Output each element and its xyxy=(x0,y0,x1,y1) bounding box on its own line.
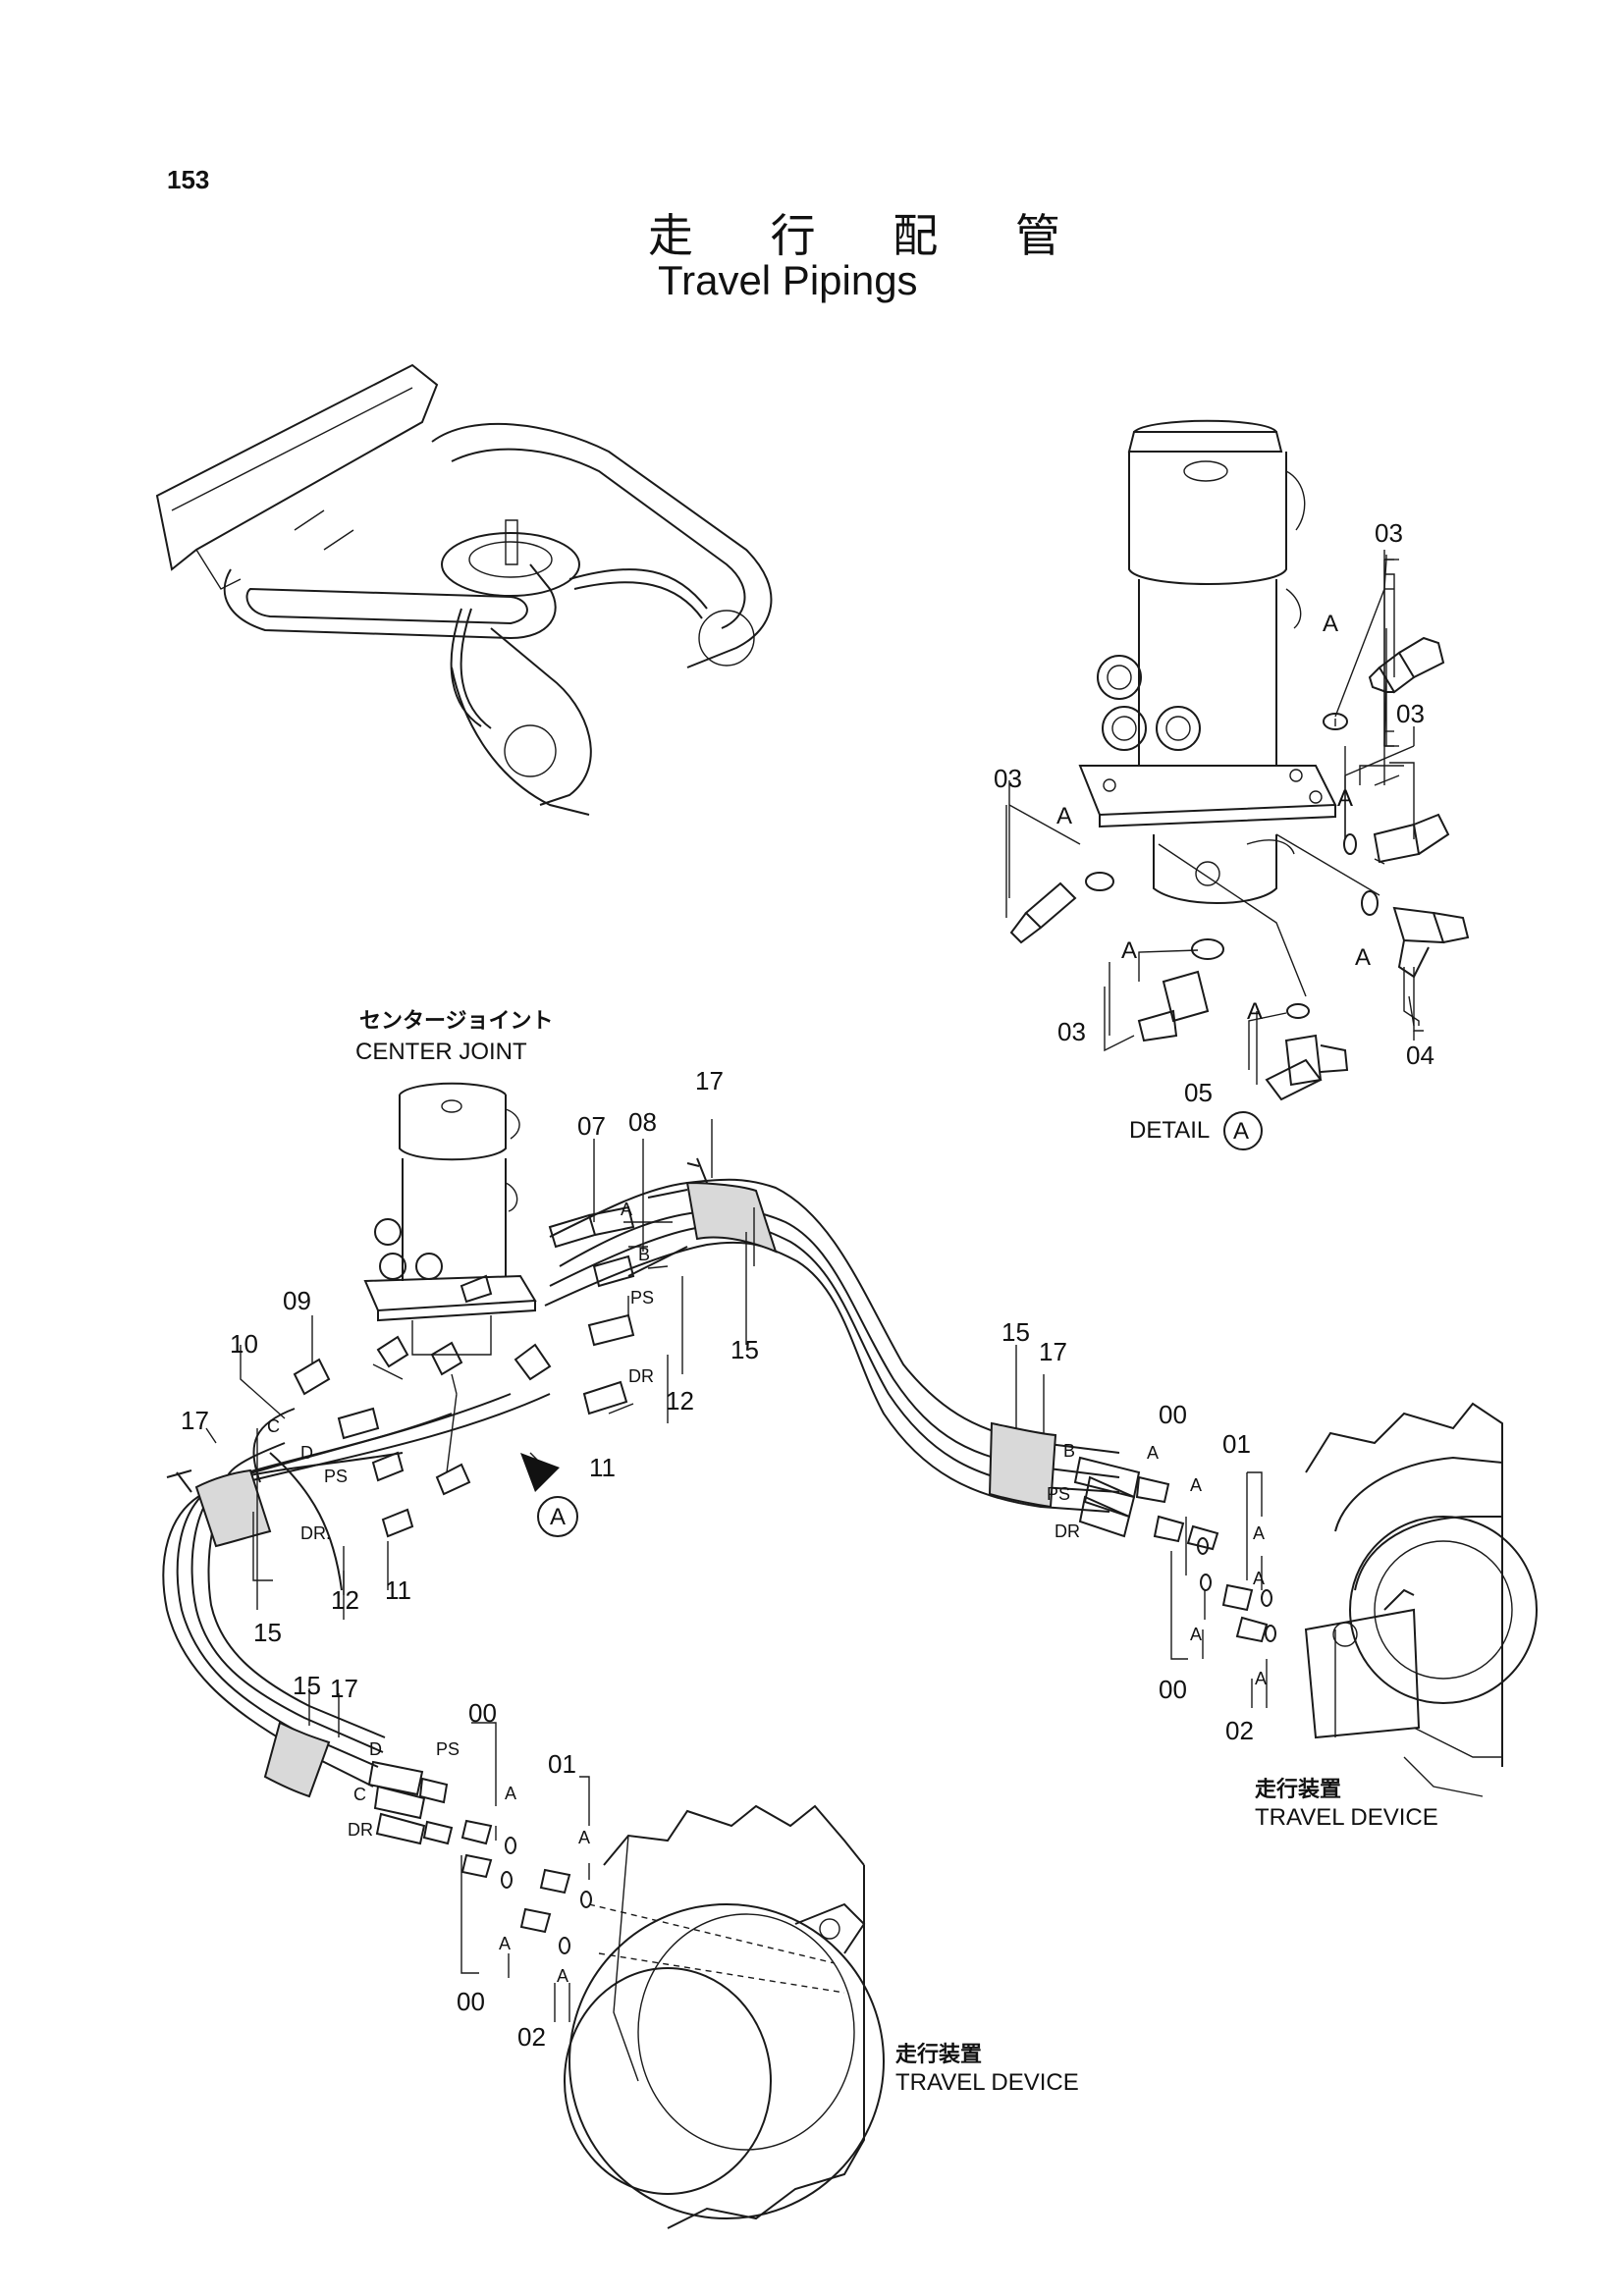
right-port-label: A xyxy=(1147,1443,1160,1463)
detail-a-letter: A xyxy=(1247,998,1264,1025)
travel-device-bottom-label-en: TRAVEL DEVICE xyxy=(895,2069,1079,2096)
travel-device-right-label-en: TRAVEL DEVICE xyxy=(1255,1804,1438,1831)
right-port-label: PS xyxy=(1047,1484,1071,1504)
callout-03: 03 xyxy=(1057,1017,1086,1046)
callout-12: 12 xyxy=(666,1386,694,1415)
detail-label: DETAIL xyxy=(1129,1117,1211,1144)
callout-10: 10 xyxy=(230,1329,258,1359)
bottom-a-letter: A xyxy=(557,1966,569,1986)
callout-03: 03 xyxy=(994,764,1022,793)
port-label: PS xyxy=(630,1288,655,1308)
right-a-letter: A xyxy=(1253,1569,1266,1588)
callout-02: 02 xyxy=(1225,1716,1254,1745)
callout-00: 00 xyxy=(468,1698,497,1728)
center-joint-main xyxy=(365,1084,535,1355)
leader-lines xyxy=(257,1119,1044,1737)
bottom-a-letter: A xyxy=(505,1784,517,1803)
callout-17: 17 xyxy=(695,1066,724,1095)
title-japanese: 走 行 配 管 xyxy=(648,209,1092,262)
bottom-port-label: DR xyxy=(348,1820,373,1840)
bottom-port-label: D xyxy=(369,1739,382,1759)
callout-05: 05 xyxy=(1184,1078,1213,1107)
view-a-marker: A xyxy=(550,1504,567,1530)
callout-07: 07 xyxy=(577,1111,606,1141)
port-label: B xyxy=(638,1245,651,1264)
callout-11: 11 xyxy=(385,1575,411,1605)
callout-15: 15 xyxy=(730,1335,759,1364)
right-fittings xyxy=(1075,1458,1275,1708)
callout-01: 01 xyxy=(1222,1429,1251,1459)
bottom-port-label: PS xyxy=(436,1739,460,1759)
view-arrow-a xyxy=(520,1453,577,1536)
travel-device-right-label-ja: 走行装置 xyxy=(1255,1778,1342,1802)
center-joint-detail xyxy=(1006,421,1468,1099)
callout-17: 17 xyxy=(181,1406,209,1435)
detail-a-letter: A xyxy=(1337,785,1354,812)
title-english: Travel Pipings xyxy=(658,257,918,303)
port-label: DR. xyxy=(300,1523,331,1543)
callout-04: 04 xyxy=(1406,1041,1434,1070)
right-a-letter: A xyxy=(1190,1625,1203,1644)
center-joint-label-ja: センタージョイント xyxy=(359,1009,554,1034)
travel-device-bottom xyxy=(565,1806,884,2228)
page-number: 153 xyxy=(167,165,210,194)
port-label: PS xyxy=(324,1467,349,1486)
hose-bundle xyxy=(163,1158,1119,1796)
right-a-letter: A xyxy=(1255,1669,1268,1688)
callout-15: 15 xyxy=(293,1671,321,1700)
bottom-port-label: C xyxy=(353,1785,366,1804)
callout-03: 03 xyxy=(1396,699,1425,728)
callout-00: 00 xyxy=(1159,1675,1187,1704)
port-label: D xyxy=(300,1443,313,1463)
callout-03: 03 xyxy=(1375,518,1403,548)
detail-marker: A xyxy=(1233,1118,1250,1145)
callout-11: 11 xyxy=(589,1453,616,1482)
port-label: DR xyxy=(628,1366,654,1386)
bottom-a-letter: A xyxy=(499,1934,512,1953)
bottom-fittings xyxy=(369,1723,591,2022)
callout-01: 01 xyxy=(548,1749,576,1779)
callout-00: 00 xyxy=(1159,1400,1187,1429)
right-a-letter: A xyxy=(1190,1475,1203,1495)
callout-09: 09 xyxy=(283,1286,311,1315)
port-label: A xyxy=(621,1200,633,1219)
center-fittings xyxy=(206,1139,754,1620)
detail-a-letter: A xyxy=(1056,803,1073,829)
travel-device-right xyxy=(1306,1404,1537,1796)
right-a-letter: A xyxy=(1253,1523,1266,1543)
right-port-label: DR xyxy=(1055,1522,1080,1541)
callout-17: 17 xyxy=(1039,1337,1067,1366)
callout-02: 02 xyxy=(517,2022,546,2052)
port-label: C xyxy=(267,1416,280,1436)
travel-device-bottom-label-ja: 走行装置 xyxy=(895,2043,983,2067)
detail-a-letter: A xyxy=(1121,937,1138,964)
callout-00: 00 xyxy=(457,1987,485,2016)
center-joint-label-en: CENTER JOINT xyxy=(355,1039,527,1065)
callout-17: 17 xyxy=(330,1674,358,1703)
detail-a-letter: A xyxy=(1323,611,1339,637)
detail-a-letter: A xyxy=(1355,944,1372,971)
undercarriage-overview xyxy=(157,365,771,815)
callout-12: 12 xyxy=(331,1585,359,1615)
callout-08: 08 xyxy=(628,1107,657,1137)
callout-15: 15 xyxy=(1001,1317,1030,1347)
bottom-a-letter: A xyxy=(578,1828,591,1847)
detail-a-circle xyxy=(1224,1112,1262,1149)
right-port-label: B xyxy=(1063,1441,1076,1461)
callout-15: 15 xyxy=(253,1618,282,1647)
